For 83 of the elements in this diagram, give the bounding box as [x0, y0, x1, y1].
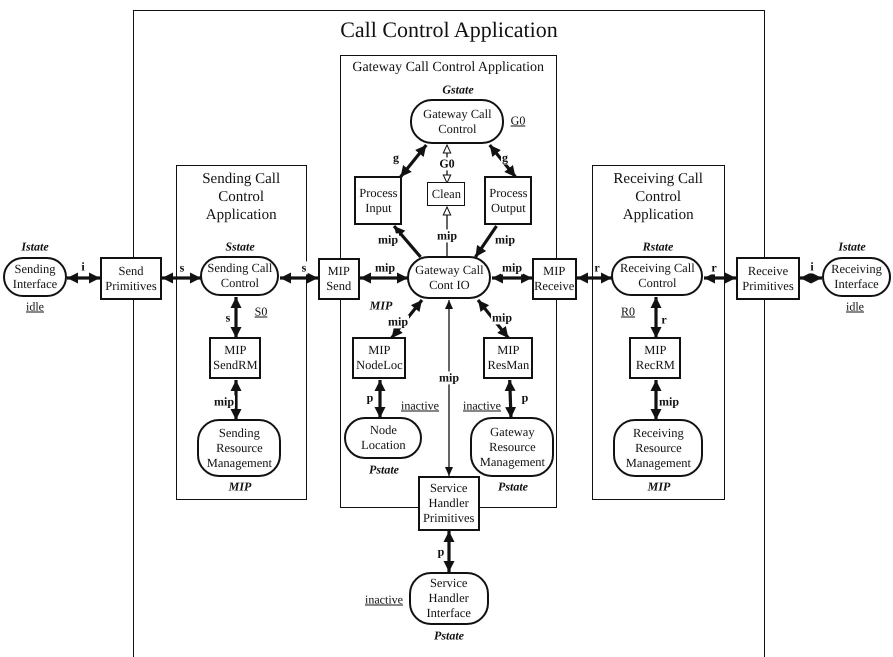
edge-label: mip: [213, 395, 235, 409]
process-box: MIP ResMan: [483, 337, 534, 380]
arrow: [445, 300, 453, 476]
arrow: [704, 272, 736, 284]
arrow: [650, 380, 662, 420]
arrow: [360, 272, 408, 284]
initial-state-label: inactive: [401, 398, 439, 414]
edge-label: mip: [387, 315, 409, 329]
box-title: Sending Call Control Application: [201, 170, 282, 224]
initial-state-label: G0: [510, 114, 526, 128]
arrow: [476, 299, 510, 339]
edge-label: s: [300, 261, 308, 275]
state-node: Gateway Call Cont IO: [407, 256, 492, 300]
arrow: [504, 380, 516, 418]
box-title: Call Control Application: [339, 17, 559, 44]
state-node: Service Handler Interface: [408, 572, 489, 625]
state-variable-label: Istate: [838, 240, 866, 254]
process-box: MIP Send: [318, 258, 360, 300]
arrow: [474, 225, 498, 258]
state-node: Receiving Resource Management: [613, 419, 704, 478]
state-node: Node Location: [344, 417, 422, 460]
edge-label: mip: [377, 233, 399, 247]
arrow: [444, 531, 454, 572]
process-box: Process Output: [484, 176, 532, 226]
state-variable-label: Pstate: [498, 480, 528, 494]
process-box: MIP RecRM: [629, 337, 682, 380]
edge-label: mip: [438, 371, 460, 385]
process-box: MIP SendRM: [209, 337, 262, 380]
edge-label: mip: [436, 229, 458, 243]
arrow: [800, 272, 822, 284]
arrow: [442, 206, 452, 257]
state-variable-label: Pstate: [434, 628, 464, 644]
edge-label: i: [809, 260, 815, 274]
arrow: [577, 272, 612, 284]
arrow: [162, 272, 201, 284]
arrow: [488, 144, 517, 178]
initial-state-label: R0: [621, 304, 635, 320]
process-box: MIP Receive: [532, 258, 577, 300]
initial-state-label: idle: [26, 300, 44, 314]
initial-state-label: S0: [254, 304, 268, 320]
state-node: Gateway Resource Management: [470, 417, 554, 478]
initial-state-label: inactive: [365, 592, 403, 608]
state-node: Sending Resource Management: [197, 419, 282, 478]
edge-label: mip: [658, 395, 680, 409]
state-variable-label: MIP: [370, 298, 392, 314]
state-node: Sending Call Control: [200, 256, 280, 296]
state-variable-label: Gstate: [442, 82, 474, 98]
arrow: [392, 224, 422, 258]
arrow: [280, 272, 318, 284]
state-variable-label: MIP: [648, 480, 670, 494]
state-variable-label: Pstate: [369, 462, 399, 478]
state-node: Sending Interface: [3, 257, 67, 297]
edge-label: mip: [501, 261, 523, 275]
initial-state-label: idle: [846, 300, 864, 314]
arrow: [492, 272, 532, 284]
arrow: [374, 380, 386, 418]
edge-label: mip: [374, 261, 396, 275]
state-node: Receiving Interface: [822, 257, 891, 297]
initial-state-label: inactive: [463, 398, 501, 414]
process-box: Clean: [427, 182, 466, 206]
state-variable-label: Rstate: [642, 240, 674, 254]
state-node: Gateway Call Control: [410, 99, 504, 144]
process-box: Send Primitives: [100, 257, 162, 300]
arrow: [399, 144, 428, 178]
arrow: [230, 380, 242, 420]
edge-label: mip: [491, 311, 513, 325]
state-variable-label: Istate: [21, 240, 49, 254]
edge-label: mip: [494, 233, 516, 247]
process-box: Receive Primitives: [736, 257, 800, 300]
state-variable-label: Sstate: [225, 240, 255, 254]
arrow: [67, 272, 100, 284]
process-box: MIP NodeLoc: [352, 337, 406, 380]
application-box: [176, 164, 307, 500]
arrow: [650, 297, 662, 338]
state-node: Receiving Call Control: [611, 256, 704, 296]
edge-label: G0: [438, 157, 456, 171]
application-box: [592, 164, 725, 500]
process-box: Service Handler Primitives: [418, 476, 480, 531]
arrow: [230, 297, 242, 338]
process-box: Process Input: [354, 176, 402, 226]
box-title: Receiving Call Control Application: [612, 170, 704, 224]
state-variable-label: MIP: [228, 480, 252, 494]
box-title: Gateway Call Control Application: [351, 60, 546, 76]
